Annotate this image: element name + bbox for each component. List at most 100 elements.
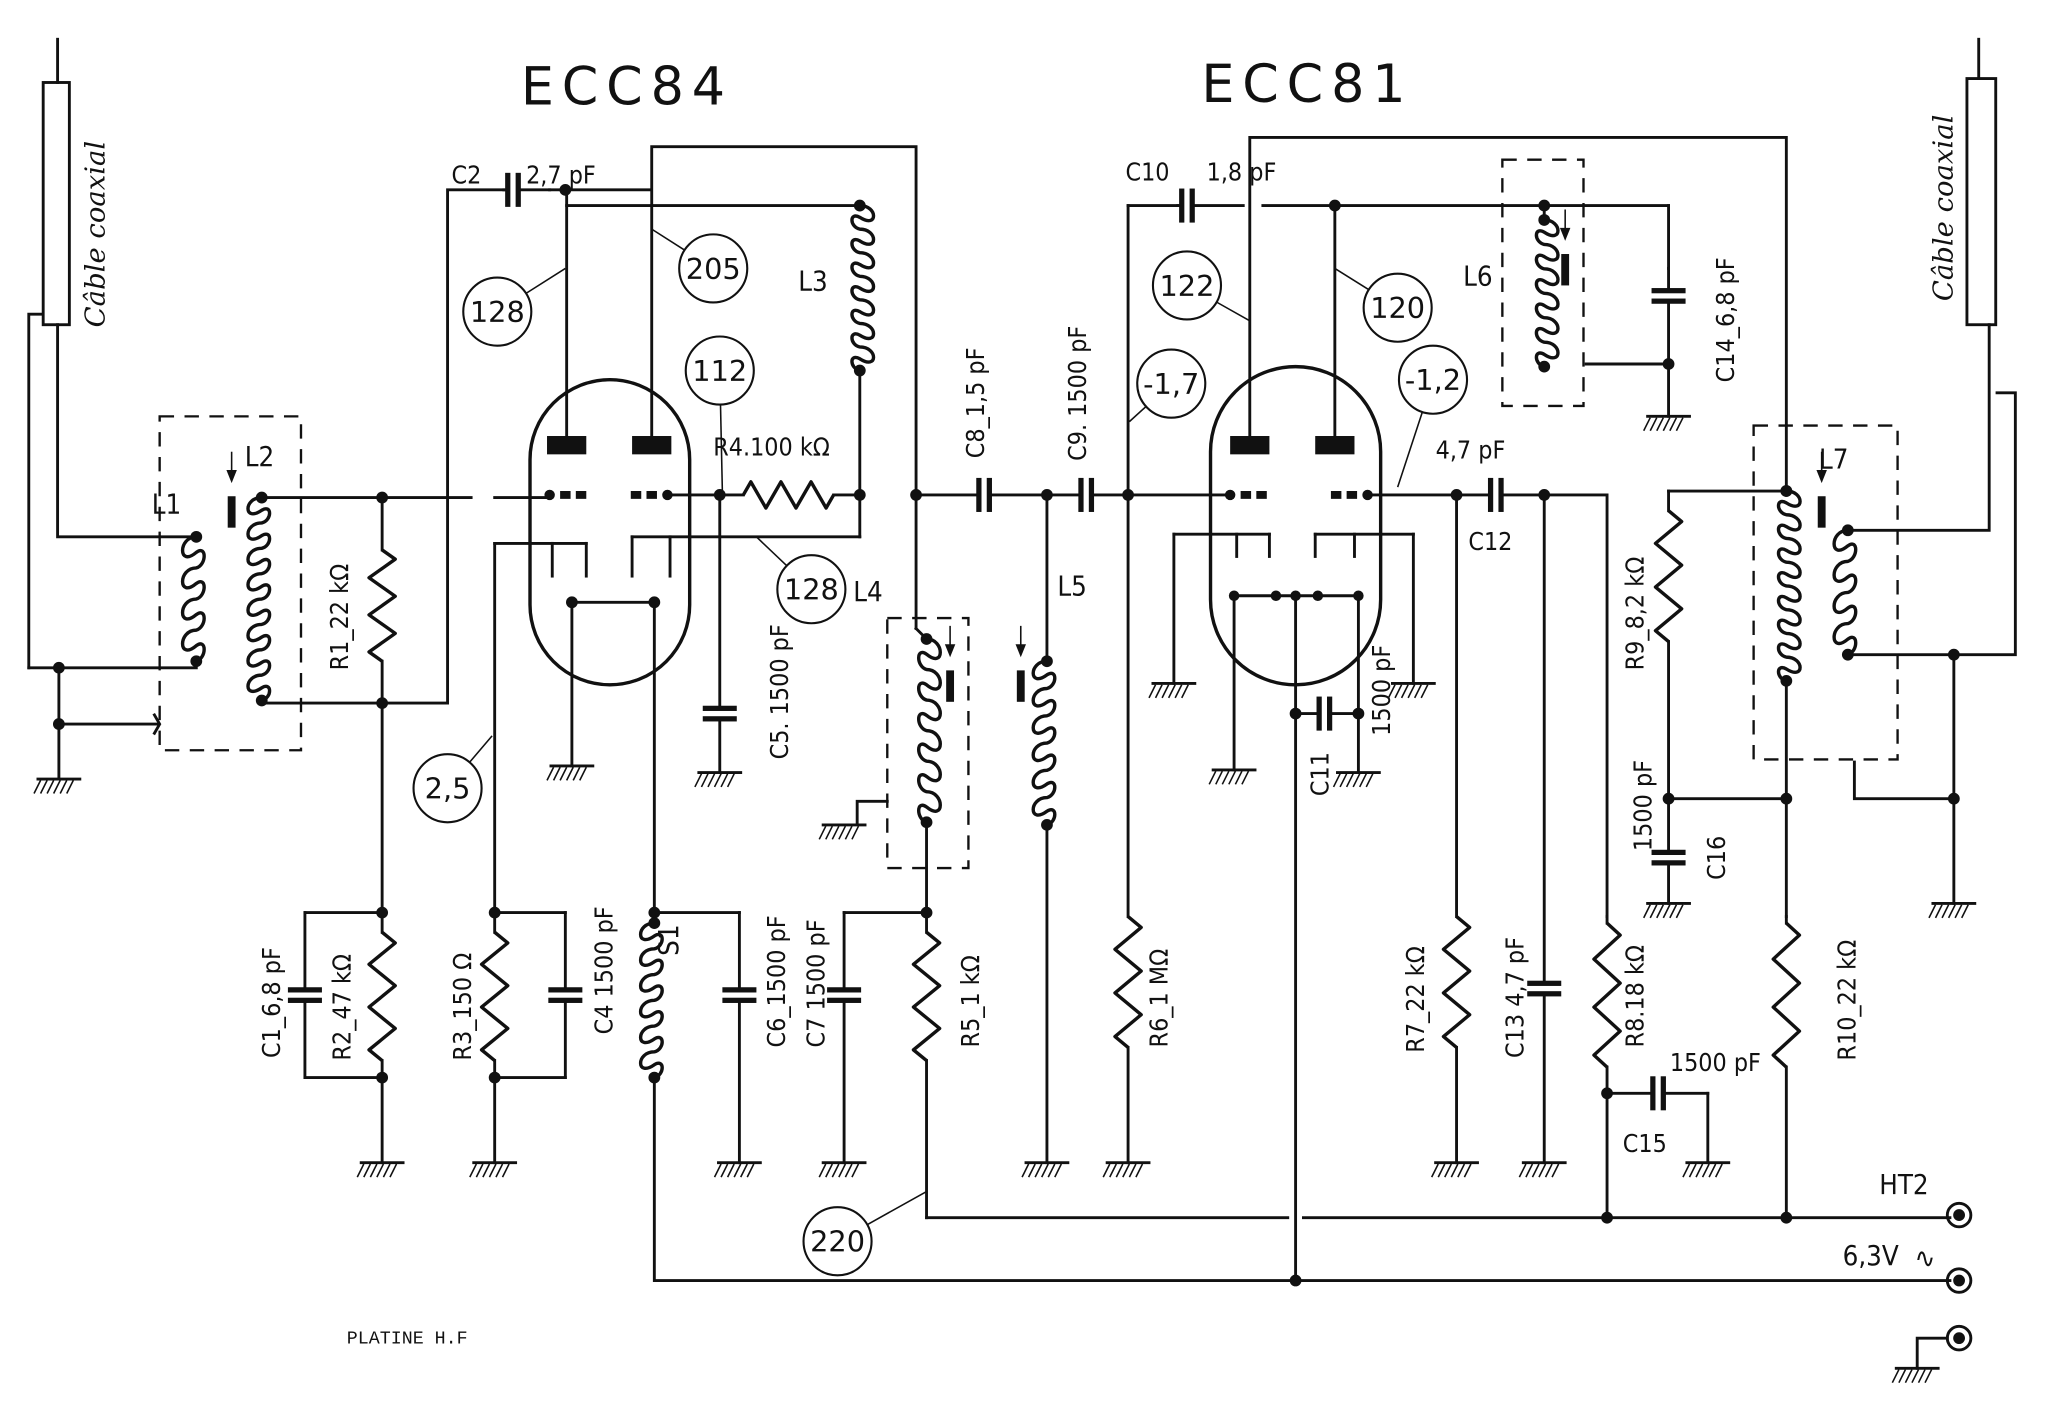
ground-hatch [838,1163,847,1178]
capacitor-plate [1650,1076,1656,1111]
junction-dot [920,816,933,829]
ground-icon [1518,1161,1567,1178]
label-ht2: HT2 [1879,1169,1928,1201]
ground-hatch [1400,684,1409,699]
ground-hatch [1208,770,1217,785]
junction-dot [1270,590,1282,601]
capacitor-plate [1179,188,1185,223]
label-C15-name: C15 [1623,1129,1667,1158]
junction-dot [1662,792,1675,805]
label-R9: R9_8,2 kΩ [1621,557,1650,671]
tag-circle [802,1206,873,1277]
coil-symbol [639,921,664,1080]
capacitor-plate [827,987,862,993]
symbols-layer [33,77,1998,1384]
junctions-layer [53,183,1960,1287]
ferrite-core [1817,496,1826,528]
ground-hatch [59,780,68,794]
label-R7: R7_22 kΩ [1401,946,1430,1053]
ground-hatch [1688,1163,1697,1178]
resistor-symbol [911,930,942,1062]
anode-plate [547,436,587,455]
voltage-tag: 112 [684,335,755,493]
ground-hatch [1167,684,1176,699]
ground-icon [1642,902,1691,919]
ground-hatch [1531,1163,1540,1178]
junction-dot [376,906,389,919]
junction-dot [1041,818,1053,831]
ground-hatch [579,766,587,781]
ground-hatch [1034,1163,1043,1178]
ground-icon [1102,1161,1151,1178]
junction-dot [920,906,933,919]
ground-hatch [1135,1163,1144,1178]
junction-dot [1841,648,1854,661]
ground-icon [818,1161,867,1178]
junction-dot [648,596,661,609]
resistor-symbol [479,930,510,1062]
tag-leader [866,1190,927,1226]
tag-circle [1362,272,1433,343]
voltage-tag: 205 [651,228,749,304]
anode-plate [1315,436,1355,455]
ferrite-core [1561,254,1570,286]
junction-dot [1289,707,1302,720]
ground-hatch [713,1163,722,1178]
junction-dot [1538,199,1551,212]
input-coax-body [41,81,71,327]
voltage-tag: -1,2 [1396,344,1469,488]
label-C16-value: 1500 pF [1629,760,1658,851]
grid-dash [1330,491,1342,499]
ground-hatch [501,1163,510,1178]
junction-dot [1122,489,1134,501]
junction-dot [1538,214,1551,226]
ground-hatch [52,780,61,794]
wire [1846,323,1991,532]
ground-hatch [1352,773,1361,788]
junction-dot [566,596,578,609]
junction-dot [1538,489,1551,501]
wire [27,312,44,670]
ground-hatch [1161,684,1170,699]
ground-icon [1021,1161,1070,1178]
ground-hatch [1228,770,1237,785]
tube-ecc84-outline [528,378,692,687]
ground-hatch [818,1163,827,1178]
resistor-symbol [1653,509,1684,643]
label-L1: L1 [152,488,181,520]
ground-hatch [1181,684,1189,699]
ground-hatch [1463,1163,1472,1178]
wire [1846,391,2017,657]
ground-hatch [1518,1163,1527,1178]
label-C7: C7 1500 pF [801,919,830,1047]
label-R10: R10_22 kΩ [1833,940,1862,1061]
shield-can-outline [158,415,303,752]
ground-hatch [726,773,735,788]
junction-dot [190,655,203,668]
ground-icon [469,1161,518,1178]
ground-hatch [818,825,827,840]
ground-hatch [1544,1163,1553,1178]
junction-dot [1352,707,1365,720]
ground-hatch [844,825,853,840]
junction-dot [255,491,268,504]
junction-dot [1289,1274,1302,1287]
ground-hatch [1662,417,1671,432]
ground-hatch [546,766,555,781]
shield-can-outline [1501,158,1585,408]
coil-symbol [1031,659,1057,827]
junction-dot [376,697,389,710]
ground-hatch [720,1163,729,1178]
tag-circle [1151,250,1223,321]
coil-symbol [1832,528,1858,657]
tuning-arrow-icon [1015,644,1026,658]
wires-layer [27,37,2017,1370]
ground-icon [713,1161,762,1178]
label-C10-name: C10 [1125,158,1169,187]
ground-hatch [1437,1163,1446,1178]
ground-hatch [1924,1369,1933,1384]
resistor-symbol [1441,915,1472,1049]
ground-hatch [1891,1369,1900,1384]
ground-icon [1332,771,1381,788]
ground-hatch [66,780,74,794]
